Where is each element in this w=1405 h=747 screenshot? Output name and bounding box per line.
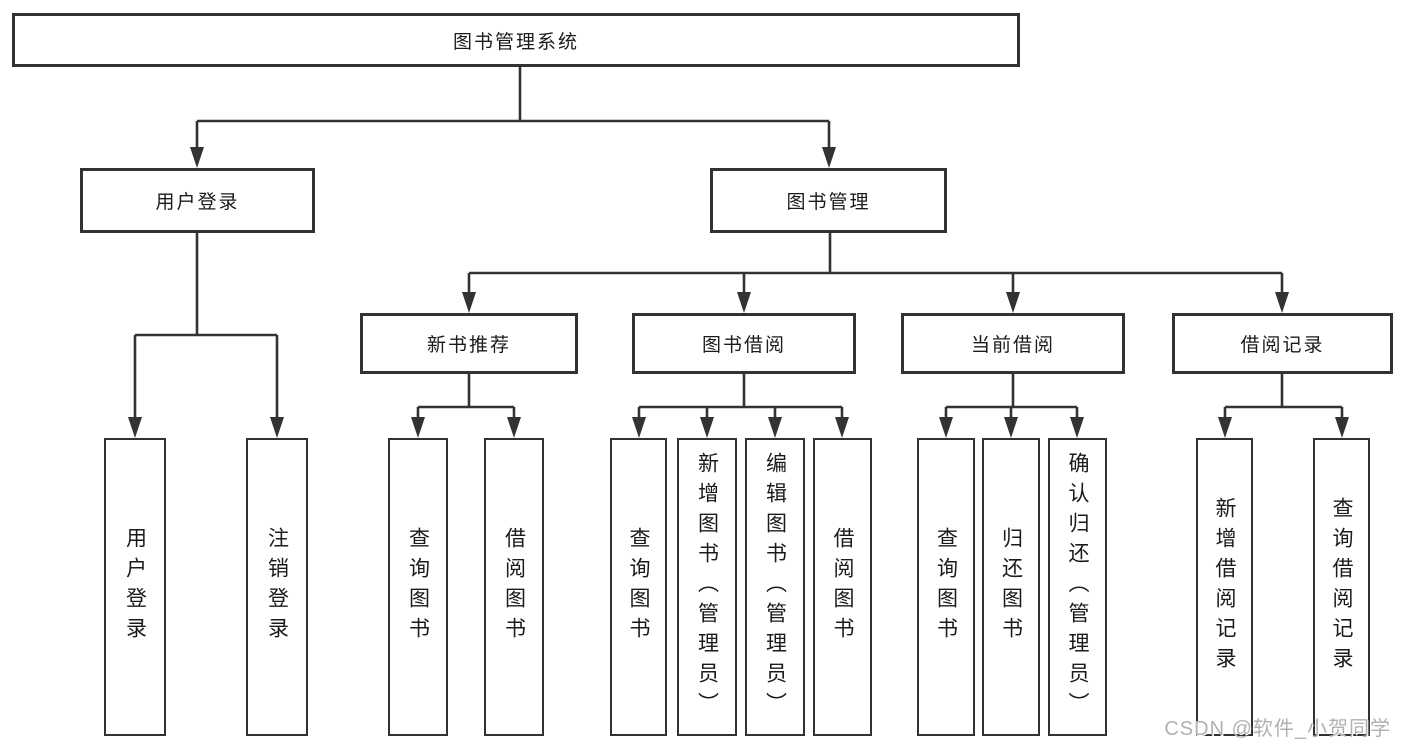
node-root-system: 图书管理系统 [12, 13, 1020, 67]
leaf-edit-books-admin-label: 编辑图书（管理员） [763, 452, 787, 722]
leaf-add-books-admin: 新增图书（管理员） [677, 438, 737, 736]
connector-borrowrecords-to-leaves [1223, 374, 1344, 420]
leaf-borrow-books-recommend-label: 借阅图书 [502, 527, 526, 647]
leaf-query-borrow-record: 查询借阅记录 [1313, 438, 1370, 736]
node-book-management: 图书管理 [710, 168, 947, 233]
leaf-query-books-borrowing: 查询图书 [610, 438, 667, 736]
connector-newbookrec-to-leaves [416, 374, 516, 420]
leaf-query-books-current-label: 查询图书 [934, 527, 958, 647]
node-new-book-recommendation-label: 新书推荐 [426, 335, 511, 356]
leaf-logout: 注销登录 [246, 438, 308, 736]
leaf-query-borrow-record-label: 查询借阅记录 [1330, 497, 1353, 677]
leaf-confirm-return-admin-label: 确认归还（管理员） [1066, 452, 1089, 722]
node-book-borrowing-label: 图书借阅 [701, 335, 786, 356]
leaf-borrow-books-borrowing-label: 借阅图书 [831, 527, 854, 647]
node-current-borrowing: 当前借阅 [901, 313, 1125, 374]
leaf-query-books-borrowing-label: 查询图书 [627, 527, 650, 647]
leaf-add-books-admin-label: 新增图书（管理员） [695, 452, 719, 722]
leaf-borrow-books-borrowing: 借阅图书 [813, 438, 872, 736]
node-borrowing-records-label: 借阅记录 [1240, 335, 1325, 356]
node-new-book-recommendation: 新书推荐 [360, 313, 578, 374]
leaf-edit-books-admin: 编辑图书（管理员） [745, 438, 805, 736]
leaf-add-borrow-record: 新增借阅记录 [1196, 438, 1253, 736]
node-current-borrowing-label: 当前借阅 [970, 335, 1055, 356]
leaf-borrow-books-recommend: 借阅图书 [484, 438, 544, 736]
node-user-login: 用户登录 [80, 168, 315, 233]
leaf-query-books-recommend: 查询图书 [388, 438, 448, 736]
leaf-user-login-label: 用户登录 [123, 527, 147, 647]
connector-userlogin-to-leaves [133, 233, 279, 420]
csdn-watermark: CSDN @软件_小贺同学 [1164, 718, 1391, 740]
leaf-query-books-current: 查询图书 [917, 438, 975, 736]
leaf-user-login: 用户登录 [104, 438, 166, 736]
leaf-return-books-label: 归还图书 [999, 527, 1023, 647]
leaf-add-borrow-record-label: 新增借阅记录 [1213, 497, 1236, 677]
node-borrowing-records: 借阅记录 [1172, 313, 1393, 374]
node-root-label: 图书管理系统 [452, 31, 579, 53]
leaf-logout-label: 注销登录 [265, 527, 289, 647]
leaf-query-books-recommend-label: 查询图书 [406, 527, 430, 647]
connector-bookmgmt-to-level3 [467, 233, 1284, 295]
node-book-management-label: 图书管理 [786, 192, 871, 213]
connector-bookborrow-to-leaves [637, 374, 844, 420]
connector-root-to-level2 [195, 67, 831, 150]
node-user-login-label: 用户登录 [155, 192, 240, 213]
leaf-confirm-return-admin: 确认归还（管理员） [1048, 438, 1107, 736]
arrowheads [128, 147, 1349, 438]
node-book-borrowing: 图书借阅 [632, 313, 856, 374]
connector-currentborrow-to-leaves [944, 374, 1079, 420]
leaf-return-books: 归还图书 [982, 438, 1040, 736]
